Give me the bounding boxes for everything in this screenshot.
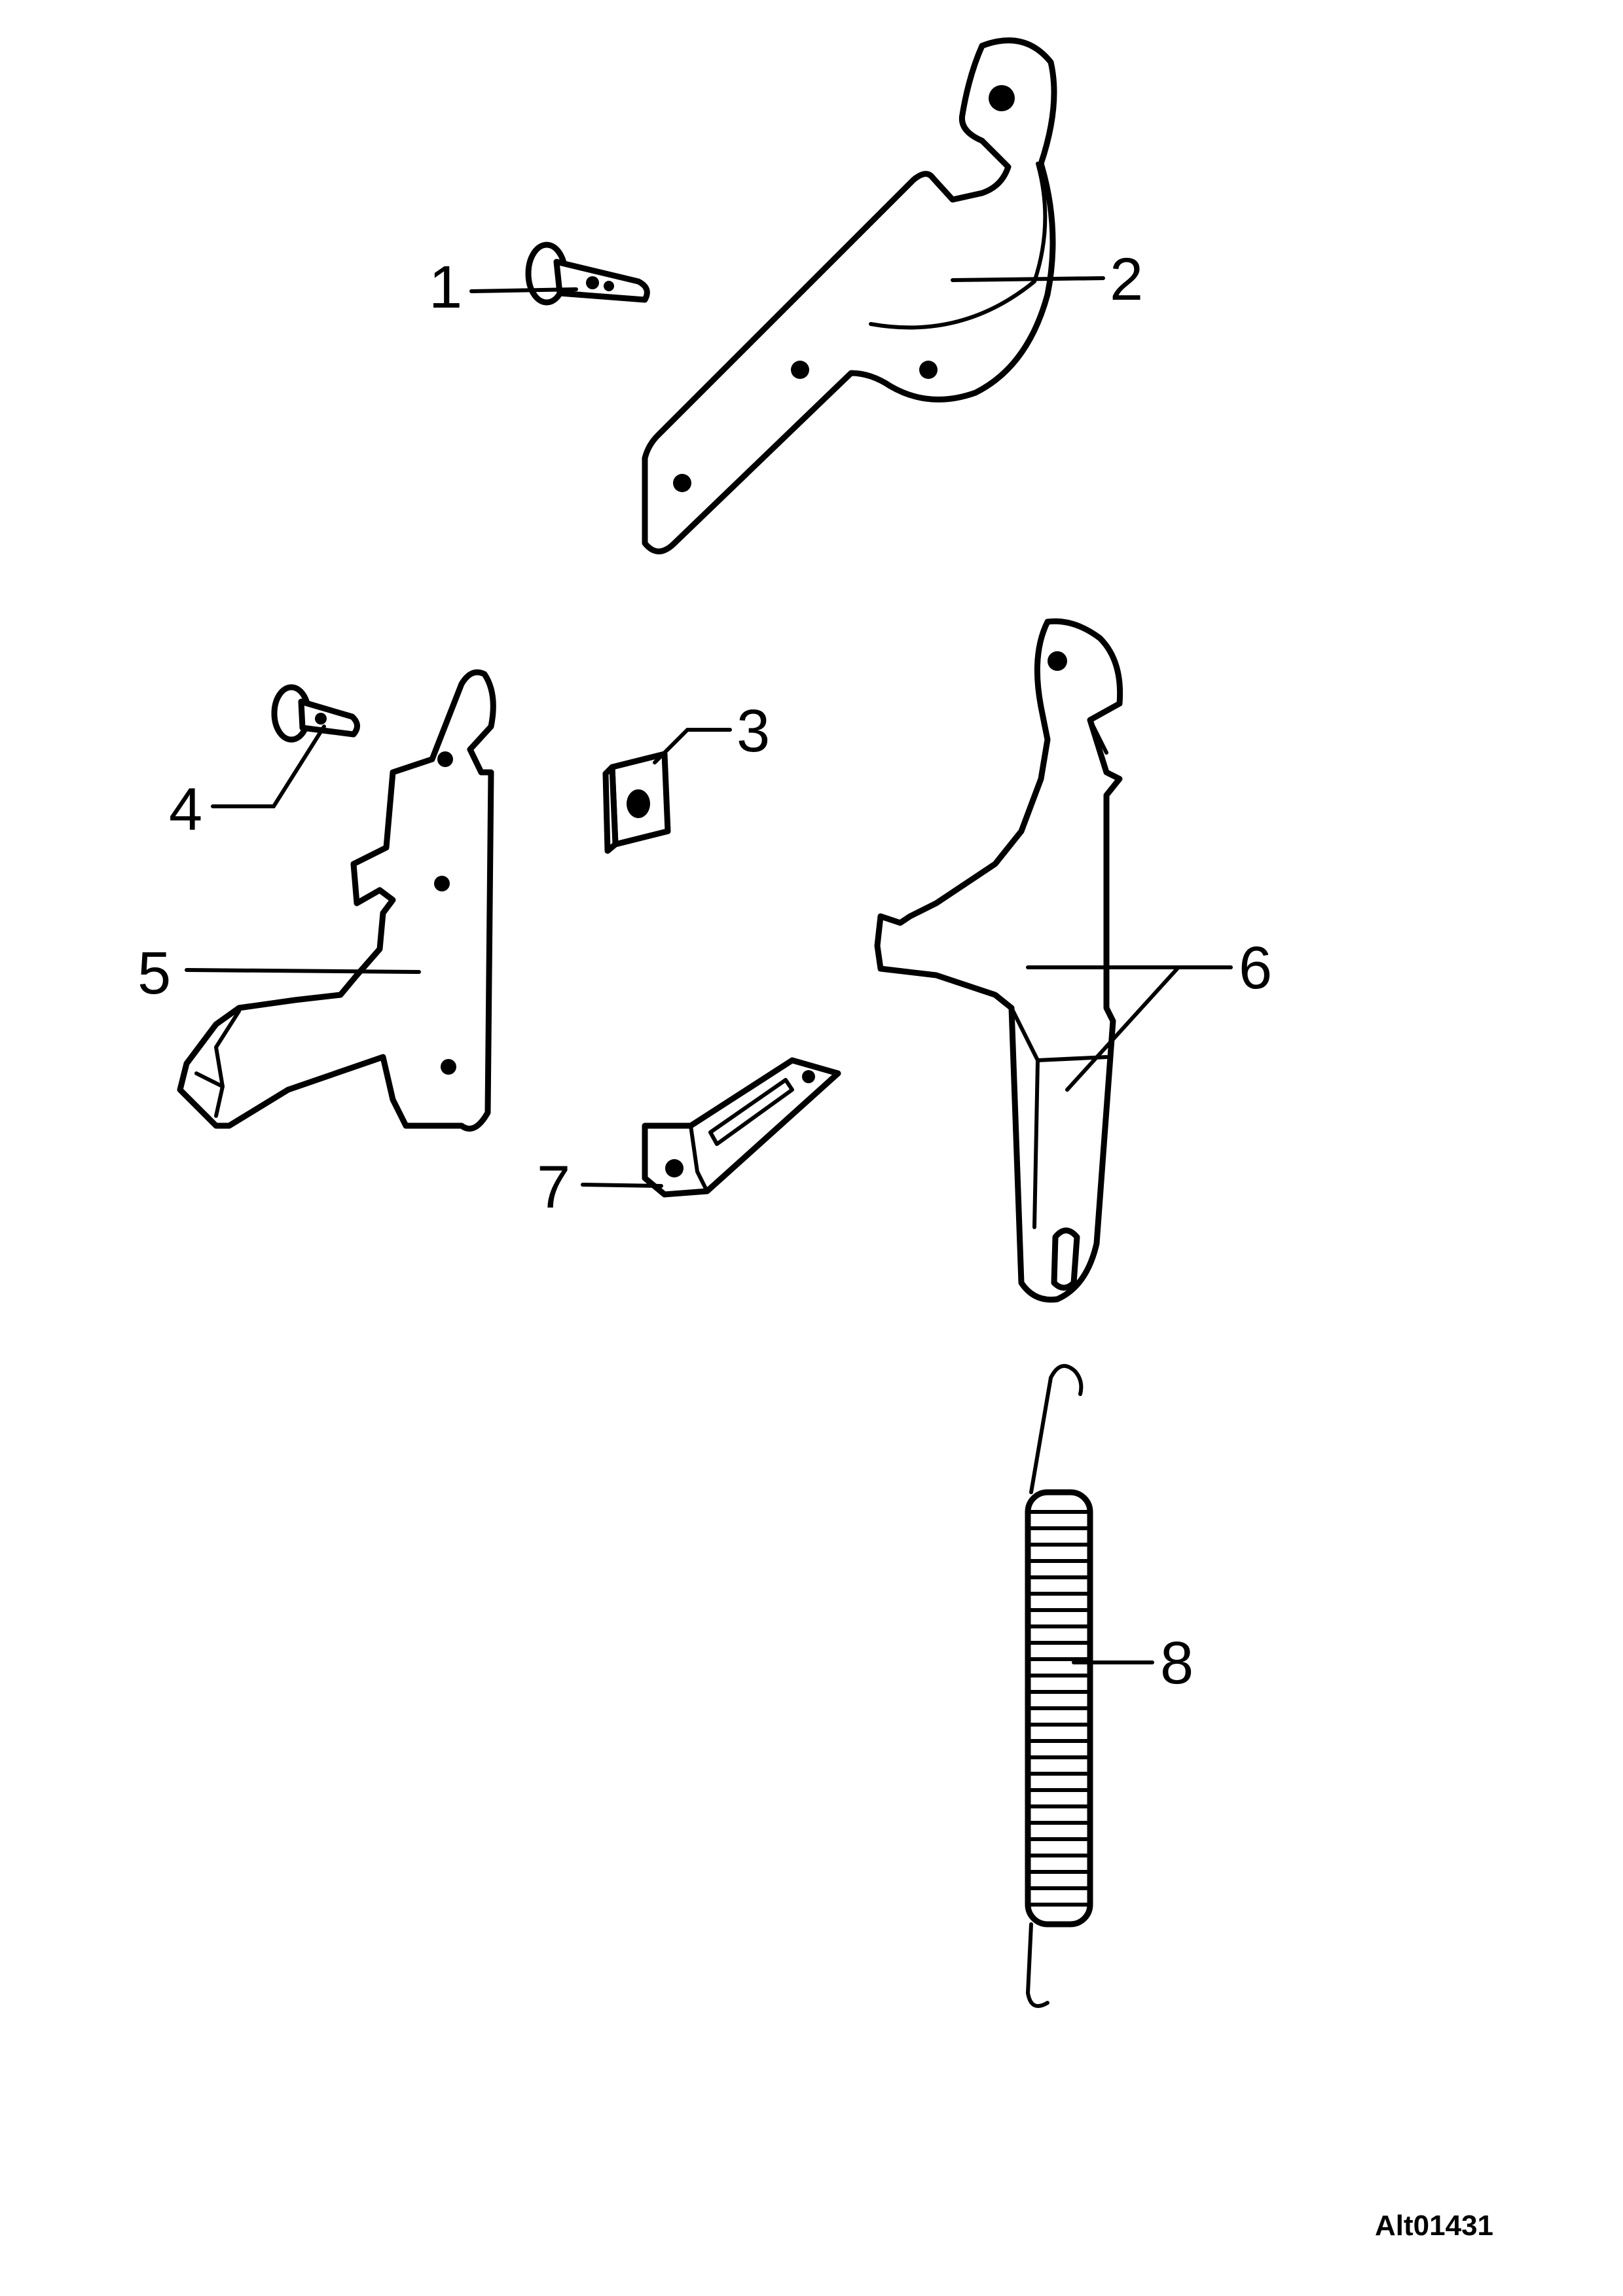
callout-7: 7 [537, 1154, 570, 1221]
leader-4 [211, 725, 326, 808]
callout-4: 4 [169, 776, 202, 843]
callout-1: 1 [429, 254, 462, 321]
leader-5 [185, 968, 421, 974]
callout-8: 8 [1160, 1630, 1194, 1696]
callout-5: 5 [137, 940, 171, 1007]
part-1-pin [525, 242, 650, 306]
leader-lines [185, 276, 1233, 1664]
leader-7 [581, 1183, 663, 1188]
part-2-lever [642, 37, 1057, 554]
callout-6: 6 [1239, 935, 1272, 1001]
part-7-angle-bracket [642, 1057, 841, 1198]
callout-labels: 1 2 3 4 5 6 7 8 [137, 246, 1272, 1696]
figure-reference: Alt01431 [1375, 2210, 1493, 2242]
leader-3 [653, 728, 732, 764]
callout-2: 2 [1110, 246, 1143, 313]
part-8-spring [1025, 1364, 1093, 2008]
leader-6b [1065, 965, 1180, 1092]
part-4-pin [271, 684, 360, 743]
leader-1 [469, 287, 578, 293]
part-6-lever [874, 618, 1123, 1303]
part-3-clip [602, 751, 671, 854]
leader-2 [951, 276, 1105, 282]
callout-3: 3 [737, 698, 770, 764]
part-5-bracket [177, 669, 496, 1132]
